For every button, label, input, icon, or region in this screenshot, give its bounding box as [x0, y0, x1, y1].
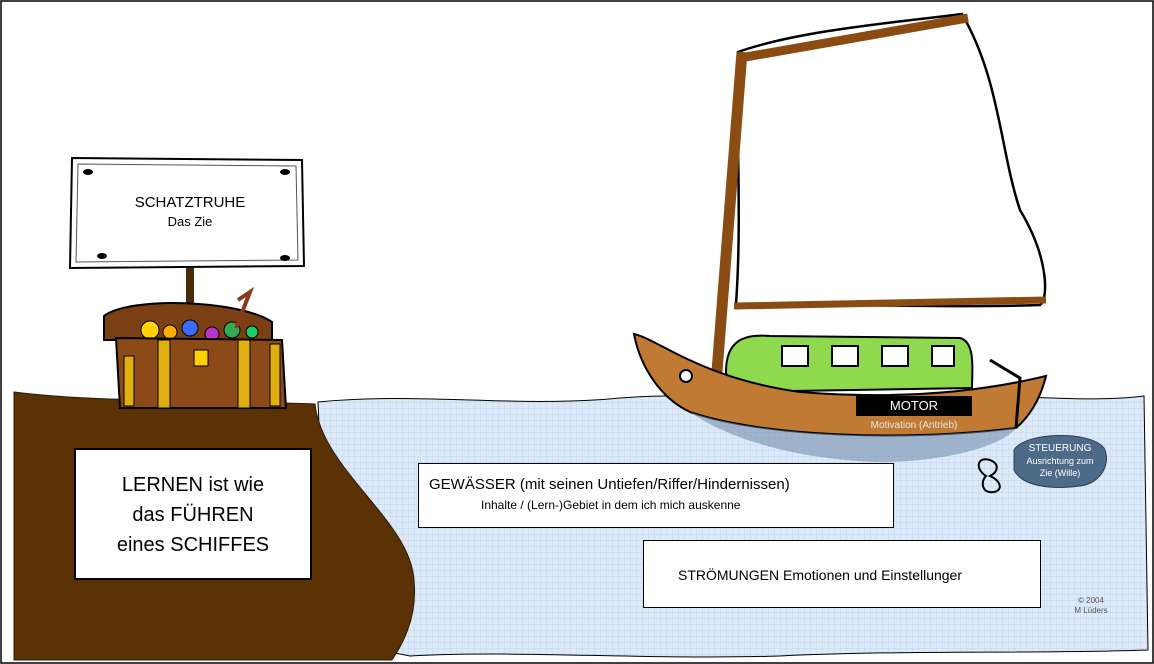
copyright-year: © 2004: [1066, 596, 1116, 605]
sign-bolt: [83, 169, 93, 175]
sign-bolt: [280, 169, 290, 175]
treasure-chest: [104, 292, 286, 408]
sign-subtitle: Das Zie: [100, 214, 280, 229]
cabin-window: [832, 346, 858, 366]
cabin-window: [782, 346, 808, 366]
sign-board: [70, 158, 304, 268]
water-box: GEWÄSSER (mit seinen Untiefen/Riffer/Hin…: [418, 463, 894, 528]
motor-label: MOTOR: [856, 396, 972, 416]
water-title: GEWÄSSER (mit seinen Untiefen/Riffer/Hin…: [429, 476, 790, 493]
sign-title: SCHATZTRUHE: [100, 194, 280, 211]
hull-porthole: [680, 370, 692, 382]
learn-line-3: eines SCHIFFES: [76, 534, 310, 557]
boat-sail: [736, 14, 1045, 306]
copyright-author: M Lüders: [1066, 606, 1116, 615]
cabin-window: [882, 346, 908, 366]
sign-bolt: [280, 255, 290, 261]
currents-box: STRÖMUNGEN Emotionen und Einstellunger: [643, 540, 1041, 608]
motor-subtitle: Motivation (Antrieb): [857, 420, 971, 431]
cabin-window: [932, 346, 954, 366]
learn-box: LERNEN ist wie das FÜHREN eines SCHIFFES: [74, 448, 312, 580]
learn-line-1: LERNEN ist wie: [76, 474, 310, 497]
steering-title: STEUERUNG: [1017, 443, 1103, 454]
currents-text: STRÖMUNGEN Emotionen und Einstellunger: [678, 567, 962, 583]
steering-line-1: Ausrichtung zum: [1017, 456, 1103, 466]
steering-line-2: Zie (Wille): [1017, 468, 1103, 478]
water-subtitle: Inhalte / (Lern-)Gebiet in dem ich mich …: [481, 498, 740, 512]
learn-line-2: das FÜHREN: [76, 504, 310, 527]
sign-bolt: [97, 253, 107, 259]
